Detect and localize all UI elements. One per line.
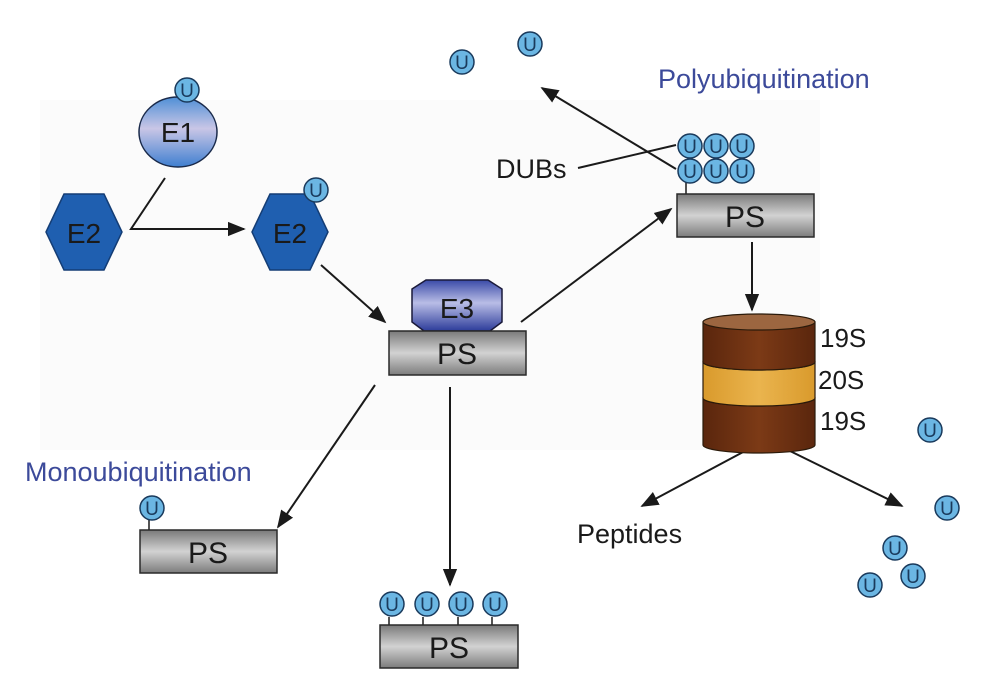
arrows <box>129 87 904 587</box>
e2-free-label: E2 <box>67 218 101 249</box>
e3-ligase: E3 <box>411 279 503 332</box>
substrate-ps-multi-monoub: PS <box>379 624 519 669</box>
ubiquitin-icon: U <box>917 417 943 443</box>
ubiquitin-label: U <box>940 499 954 520</box>
arrow-to-peptides <box>640 450 746 507</box>
ubiquitin-icon: U <box>139 495 165 521</box>
arrow-dub-release <box>540 87 677 170</box>
polyubiquitination-label: Polyubiquitination <box>658 64 870 94</box>
ps-monoub-label: PS <box>188 537 228 570</box>
ubiquitin-icon: U <box>900 563 926 589</box>
proteasome-19s-bottom-label: 19S <box>820 406 866 436</box>
ubiquitin-label: U <box>385 595 399 616</box>
arrow-e3-to-polyub <box>520 207 673 323</box>
ubiquitin-label: U <box>420 595 434 616</box>
ubiquitin-label: U <box>863 576 877 597</box>
monoubiquitination-label: Monoubiquitination <box>25 457 252 487</box>
proteasome-26s <box>702 313 816 454</box>
ubiquitin-label: U <box>888 539 902 560</box>
ubiquitin-label: U <box>145 499 159 520</box>
ubiquitin-label: U <box>309 181 323 202</box>
arrow-e1-to-e2 <box>129 177 246 237</box>
e1-label: E1 <box>161 117 195 148</box>
e3-label: E3 <box>440 293 474 324</box>
ubiquitin-label: U <box>488 595 502 616</box>
ps-multi-monoub-label: PS <box>429 632 469 665</box>
ubiquitin-icon: U <box>414 591 440 617</box>
ubiquitin-icon: U <box>677 133 703 159</box>
arrow-to-monoub <box>276 384 376 529</box>
proteasome-19s-top-label: 19S <box>820 323 866 353</box>
ps-e3-label: PS <box>437 338 477 371</box>
ubiquitin-label: U <box>455 53 469 74</box>
ubiquitin-label: U <box>683 137 697 158</box>
ubiquitin-label: U <box>709 137 723 158</box>
e2-charged-label: E2 <box>273 218 307 249</box>
e1-enzyme: E1 <box>138 96 218 168</box>
free-ubiquitins-released: U U <box>449 31 543 75</box>
ubiquitin-label: U <box>735 137 749 158</box>
ubiquitin-icon: U <box>517 31 543 57</box>
ubiquitin-label: U <box>709 162 723 183</box>
ubiquitin-label: U <box>683 162 697 183</box>
ubiquitin-label: U <box>454 595 468 616</box>
dubs-label: DUBs <box>496 154 567 184</box>
ps-polyub-label: PS <box>725 201 765 234</box>
ubiquitin-label: U <box>180 81 194 102</box>
e2-enzyme-charged: E2 <box>251 193 329 271</box>
ubiquitin-icon: U <box>449 49 475 75</box>
ubiquitin-icon: U <box>729 158 755 184</box>
ubiquitin-label: U <box>523 35 537 56</box>
ubiquitin-icon: U <box>729 133 755 159</box>
ubiquitin-label: U <box>906 567 920 588</box>
peptides-label: Peptides <box>577 519 682 549</box>
free-ubiquitins-recycled: U U U U U <box>857 417 960 598</box>
ubiquitin-icon: U <box>703 133 729 159</box>
ubiquitin-icon: U <box>882 535 908 561</box>
substrate-ps-monoub: PS <box>139 529 278 574</box>
substrate-ps-e3: PS <box>388 330 527 376</box>
ubiquitin-icon: U <box>379 591 405 617</box>
ubiquitin-icon: U <box>174 77 200 103</box>
ubiquitin-icon: U <box>703 158 729 184</box>
ubiquitin-icon: U <box>857 572 883 598</box>
polyubiquitin-chain: U U U U U U <box>677 133 755 194</box>
ubiquitin-label: U <box>923 421 937 442</box>
ubiquitin-icon: U <box>482 591 508 617</box>
monoubiquitin-tag: U <box>139 495 165 530</box>
ubiquitin-icon: U <box>303 177 329 203</box>
ubiquitin-icon: U <box>448 591 474 617</box>
multi-monoubiquitin-tags: U U U U <box>379 591 508 625</box>
e2-enzyme-free: E2 <box>45 193 123 271</box>
ubiquitin-icon: U <box>934 495 960 521</box>
ubiquitin-icon: U <box>677 158 703 184</box>
substrate-ps-polyub: PS <box>676 193 815 238</box>
dubs-pointer-line <box>577 144 677 169</box>
arrow-to-free-ubiquitin <box>789 450 904 507</box>
arrow-e2-to-e3 <box>320 264 387 324</box>
ubiquitin-label: U <box>735 162 749 183</box>
proteasome-20s-label: 20S <box>818 365 864 395</box>
